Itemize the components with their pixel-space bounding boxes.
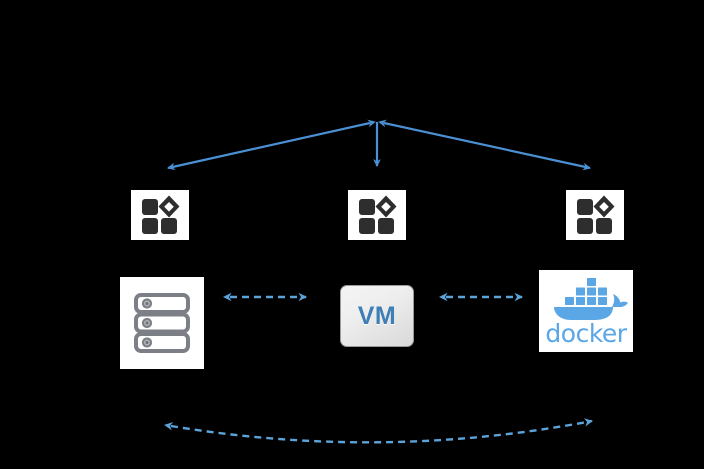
app-component-node-center[interactable] [348, 190, 406, 240]
app-component-node-right[interactable] [566, 190, 624, 240]
edge-apex-to-left-component [167, 119, 376, 171]
server-rack-node[interactable] [120, 277, 204, 369]
app-grid-diamond-icon [566, 190, 624, 240]
app-component-node-left[interactable] [131, 190, 189, 240]
server-rack-icon [120, 277, 204, 369]
docker-whale-icon: docker [539, 270, 633, 352]
docker-wordmark: docker [545, 319, 627, 348]
app-grid-diamond-icon [131, 190, 189, 240]
edge-server-to-docker-curved [164, 418, 593, 444]
virtual-machine-node[interactable]: VM [340, 285, 414, 347]
vm-box-icon: VM [340, 285, 414, 347]
app-grid-diamond-icon [348, 190, 406, 240]
docker-node[interactable]: docker [539, 270, 633, 352]
vm-label: VM [357, 301, 397, 330]
edge-apex-to-right-component [378, 119, 591, 171]
